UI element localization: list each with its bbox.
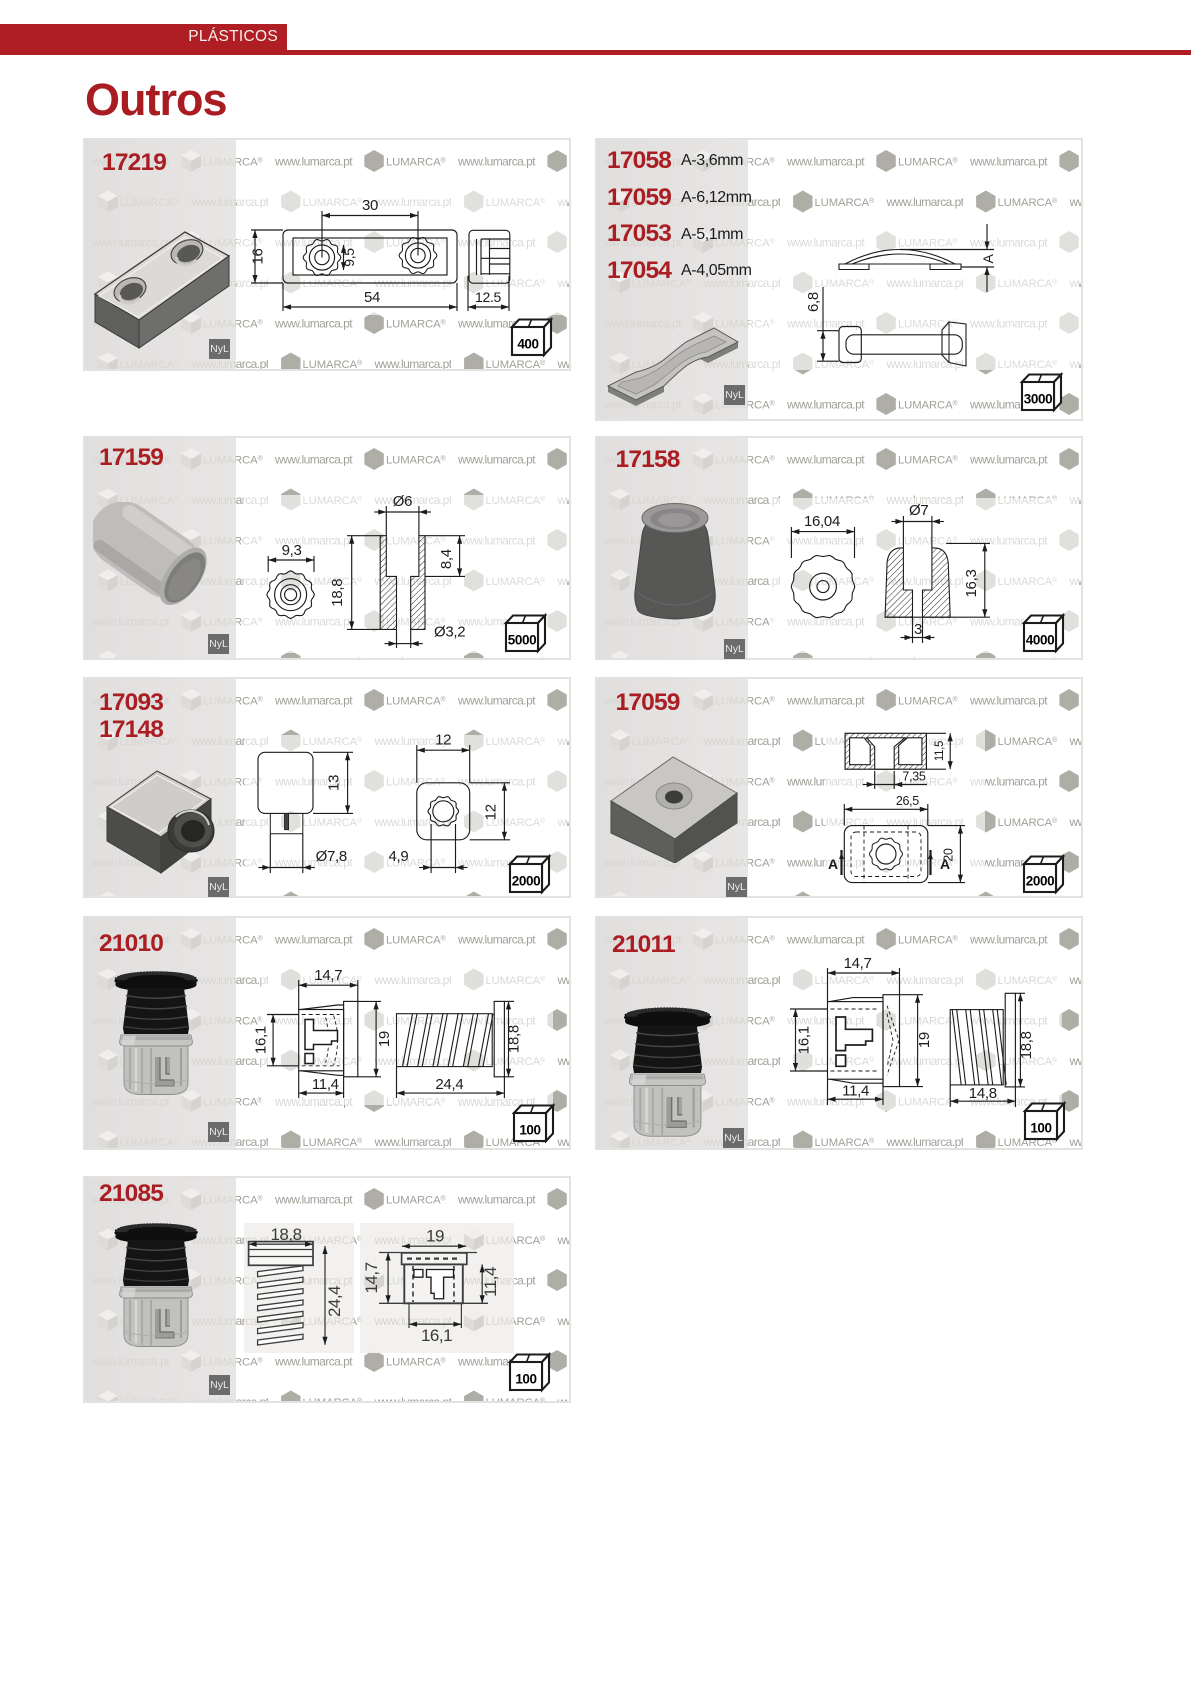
svg-text:100: 100 [515,1372,536,1387]
svg-text:Ø7,8: Ø7,8 [316,848,347,865]
svg-text:12: 12 [435,732,451,749]
svg-text:A: A [980,254,996,264]
svg-text:26,5: 26,5 [896,794,919,808]
svg-text:24,4: 24,4 [435,1076,463,1093]
svg-text:30: 30 [362,197,378,214]
svg-text:18,8: 18,8 [1018,1031,1035,1059]
svg-text:14,8: 14,8 [969,1085,997,1102]
svg-text:16: 16 [250,248,267,264]
svg-text:54: 54 [364,289,380,306]
svg-text:19: 19 [376,1031,393,1047]
svg-text:3: 3 [914,621,922,638]
svg-text:4000: 4000 [1026,633,1054,648]
svg-text:16,1: 16,1 [796,1026,813,1054]
svg-text:400: 400 [517,337,538,352]
svg-text:16,3: 16,3 [963,570,980,598]
svg-text:18,8: 18,8 [270,1225,301,1244]
svg-text:100: 100 [519,1123,540,1138]
svg-text:19: 19 [916,1032,933,1048]
svg-text:14,7: 14,7 [844,955,872,972]
svg-text:9,5: 9,5 [341,248,357,267]
svg-text:A: A [828,856,838,872]
svg-text:20: 20 [942,848,956,862]
svg-text:14,7: 14,7 [314,967,342,984]
svg-text:11,4: 11,4 [842,1083,869,1100]
svg-text:11,4: 11,4 [481,1267,500,1297]
svg-text:2000: 2000 [1026,874,1054,889]
svg-text:100: 100 [1030,1121,1051,1136]
svg-text:18,8: 18,8 [506,1025,523,1053]
svg-text:19: 19 [426,1227,444,1246]
svg-text:16,1: 16,1 [421,1326,452,1345]
svg-text:12: 12 [483,804,500,820]
svg-text:6,8: 6,8 [805,292,822,312]
svg-text:5000: 5000 [508,633,536,648]
svg-text:16,1: 16,1 [253,1026,270,1054]
svg-text:11,4: 11,4 [312,1076,339,1093]
svg-text:2000: 2000 [512,874,540,889]
svg-text:12.5: 12.5 [475,289,502,305]
svg-text:4,9: 4,9 [389,848,409,865]
svg-text:14,7: 14,7 [362,1262,381,1293]
svg-text:A: A [940,856,950,872]
svg-text:Ø6: Ø6 [393,493,412,510]
svg-text:18,8: 18,8 [329,579,346,607]
svg-text:3000: 3000 [1024,392,1052,407]
svg-text:16,04: 16,04 [804,513,840,530]
svg-text:24,4: 24,4 [325,1286,344,1317]
svg-text:11,5: 11,5 [934,741,946,761]
svg-text:8,4: 8,4 [438,549,455,569]
svg-text:13: 13 [326,775,343,791]
svg-text:9,3: 9,3 [282,542,302,559]
svg-text:Ø7: Ø7 [909,502,928,519]
svg-text:7,35: 7,35 [902,770,925,784]
svg-text:Ø3,2: Ø3,2 [434,624,465,641]
